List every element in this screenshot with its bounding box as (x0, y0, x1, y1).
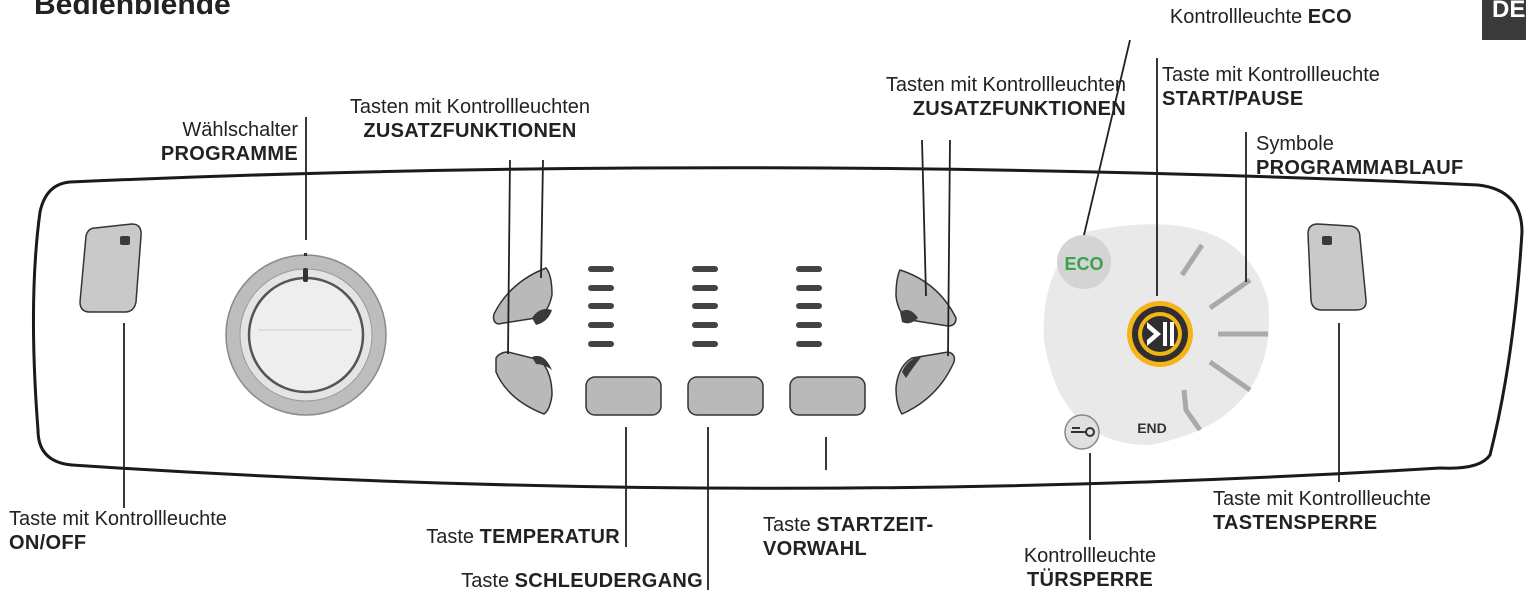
tastensperre-button[interactable] (1307, 223, 1367, 311)
language-tab: DE (1482, 0, 1526, 40)
play-pause-icon (1147, 322, 1174, 346)
label-programme: Wählschalter PROGRAMME (160, 119, 298, 165)
label-eco-led: Kontrollleuchte ECO (1169, 6, 1352, 28)
label-startzeit: Taste STARTZEIT- VORWAHL (763, 514, 934, 560)
label-zusatzfunktionen-left: Tasten mit Kontrollleuchten ZUSATZFUNKTI… (349, 96, 591, 142)
label-tuersperre: Kontrollleuchte TÜRSPERRE (1023, 545, 1157, 591)
led-bars-schleudergang (692, 266, 718, 347)
page-title: Bedienblende (34, 0, 231, 21)
end-symbol: END (1137, 420, 1167, 436)
programme-dial[interactable] (225, 253, 387, 416)
progress-symbols (1179, 243, 1268, 432)
label-tastensperre: Taste mit Kontrollleuchte TASTENSPERRE (1213, 488, 1431, 534)
zusatzfunktion-button-right-top[interactable] (895, 269, 957, 327)
start-pause-button[interactable] (1127, 301, 1193, 367)
tuersperre-led (1064, 414, 1100, 450)
on-off-button[interactable] (79, 223, 142, 313)
label-start-pause: Taste mit Kontrollleuchte START/PAUSE (1162, 64, 1380, 110)
label-programmablauf: Symbole PROGRAMMABLAUF (1256, 133, 1464, 179)
zusatzfunktion-button-left-bottom[interactable] (495, 351, 553, 415)
schleudergang-button[interactable] (687, 376, 764, 416)
label-on-off: Taste mit Kontrollleuchte ON/OFF (9, 508, 227, 554)
led-bars-startzeit (796, 266, 822, 347)
label-zusatzfunktionen-right: Tasten mit Kontrollleuchten ZUSATZFUNKTI… (885, 74, 1126, 120)
label-temperatur: Taste TEMPERATUR (426, 526, 620, 548)
key-icon (1071, 427, 1095, 437)
temperatur-button[interactable] (585, 376, 662, 416)
zusatzfunktion-button-right-bottom[interactable] (895, 351, 956, 415)
leader-lines (123, 39, 1340, 590)
led-bars-temperatur (588, 266, 614, 347)
label-schleudergang: Taste SCHLEUDERGANG (461, 570, 703, 592)
eco-led: ECO (1064, 254, 1103, 274)
startzeit-button[interactable] (789, 376, 866, 416)
